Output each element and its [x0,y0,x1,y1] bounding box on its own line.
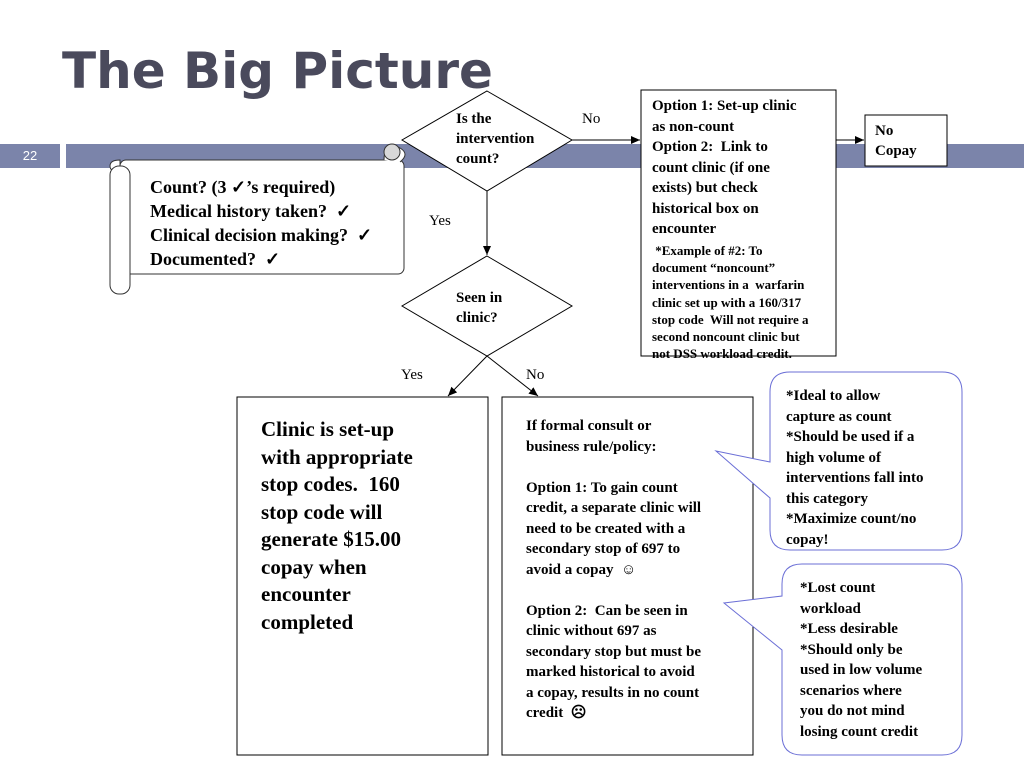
decision-line: Is the [456,111,492,127]
callout-ideal-text: *Ideal to allow capture as count *Should… [786,386,924,550]
consult-options-text: If formal consult or business rule/polic… [526,416,701,724]
consult-line: avoid a copay ☺ [526,561,637,578]
clinic-line: generate $15.00 [261,527,401,551]
option-line: encounter [652,221,717,237]
callout-line: you do not mind [800,703,905,719]
clinic-line: completed [261,609,354,634]
decision-seen-text: Seen in clinic? [456,288,502,328]
consult-line: a copay, results in no count [526,684,700,701]
consult-line: business rule/policy: [526,438,657,455]
slide-number: 22 [0,144,60,168]
criteria-line: Clinical decision making? ✓ [150,225,373,245]
scroll-shape [109,143,406,295]
callout-bubble-1 [714,371,963,551]
option-box-text: Option 1: Set-up clinic as non-count Opt… [652,96,797,240]
arrow-seen-no [486,355,539,397]
consult-line: secondary stop of 697 to [526,541,681,557]
consult-line: secondary stop but must be [526,643,702,660]
callout-line: *Lost count [800,580,876,596]
count-criteria-text: Count? (3 ✓’s required) Medical history … [150,175,372,271]
clinic-setup-text: Clinic is set-up with appropriate stop c… [261,416,413,636]
clinic-box-border [236,396,489,756]
consult-line: credit, a separate clinic will [526,500,702,516]
option-line: historical box on [652,200,759,217]
example-line: interventions in a warfarin [652,277,805,293]
no-copay-line: Copay [875,143,917,159]
seen-yes-label: Yes [401,367,423,383]
callout-bubble-2 [722,563,963,756]
slide-title: The Big Picture [62,42,493,100]
clinic-line: encounter [261,582,351,606]
callout-line: *Should only be [800,641,903,658]
consult-line [526,580,701,601]
callout-line: this category [786,490,869,507]
option-box-border [640,89,837,357]
example-line: not DSS workload credit. [652,346,792,362]
option-example-text: *Example of #2: To document “noncount” i… [652,242,809,362]
example-line: second noncount clinic but [652,329,800,345]
clinic-line: stop codes. 160 [261,472,400,496]
no-copay-text: No Copay [875,121,917,161]
example-line: clinic set up with a 160/317 [652,294,802,310]
option-line: Option 2: Link to [652,139,768,155]
clinic-line: stop code will [261,499,383,524]
callout-line: high volume of [786,449,882,466]
consult-line: Option 1: To gain count [526,479,678,496]
criteria-line: Medical history taken? ✓ [150,201,352,221]
seen-no-label: No [526,367,545,383]
consult-line: marked historical to avoid [526,664,695,680]
clinic-line: with appropriate [261,444,413,469]
arrow-seen-yes [447,355,488,397]
callout-line: *Ideal to allow [786,388,881,404]
decision-line: count? [456,151,500,167]
count-yes-label: Yes [429,213,451,229]
callout-line: *Should be used if a [786,429,915,445]
callout-line: capture as count [786,408,892,425]
consult-line: Option 2: Can be seen in [526,602,688,619]
decision-count-text: Is the intervention count? [456,109,534,169]
option-line: Option 1: Set-up clinic [652,98,797,114]
count-no-label: No [582,111,601,127]
criteria-line: Documented? ✓ [150,249,281,269]
example-line: document “noncount” [652,260,776,276]
callout-line: copay! [786,531,829,548]
example-line: *Example of #2: To [652,243,763,258]
consult-line: credit ☹ [526,705,587,721]
clinic-line: copay when [261,554,367,579]
consult-line: If formal consult or [526,418,652,434]
criteria-line: Count? (3 ✓’s required) [150,177,336,197]
consult-line [526,457,701,478]
callout-lost-text: *Lost count workload *Less desirable *Sh… [800,578,922,742]
example-line: stop code Will not require a [652,311,809,327]
decision-line: clinic? [456,310,498,326]
consult-line: need to be created with a [526,520,686,537]
callout-line: losing count credit [800,723,919,740]
option-line: count clinic (if one [652,159,770,176]
option-line: as non-count [652,118,735,135]
callout-line: interventions fall into [786,470,924,486]
consult-line: clinic without 697 as [526,623,657,639]
decision-line: Seen in [456,290,503,306]
callout-line: workload [800,600,861,617]
no-copay-box-border [864,114,948,167]
callout-line: *Maximize count/no [786,511,917,527]
callout-line: scenarios where [800,682,902,699]
no-copay-line: No [875,123,894,139]
consult-box-border [501,396,754,756]
clinic-line: Clinic is set-up [261,417,395,441]
callout-line: *Less desirable [800,621,898,637]
decision-line: intervention [456,131,535,147]
callout-line: used in low volume [800,662,923,678]
option-line: exists) but check [652,180,758,196]
